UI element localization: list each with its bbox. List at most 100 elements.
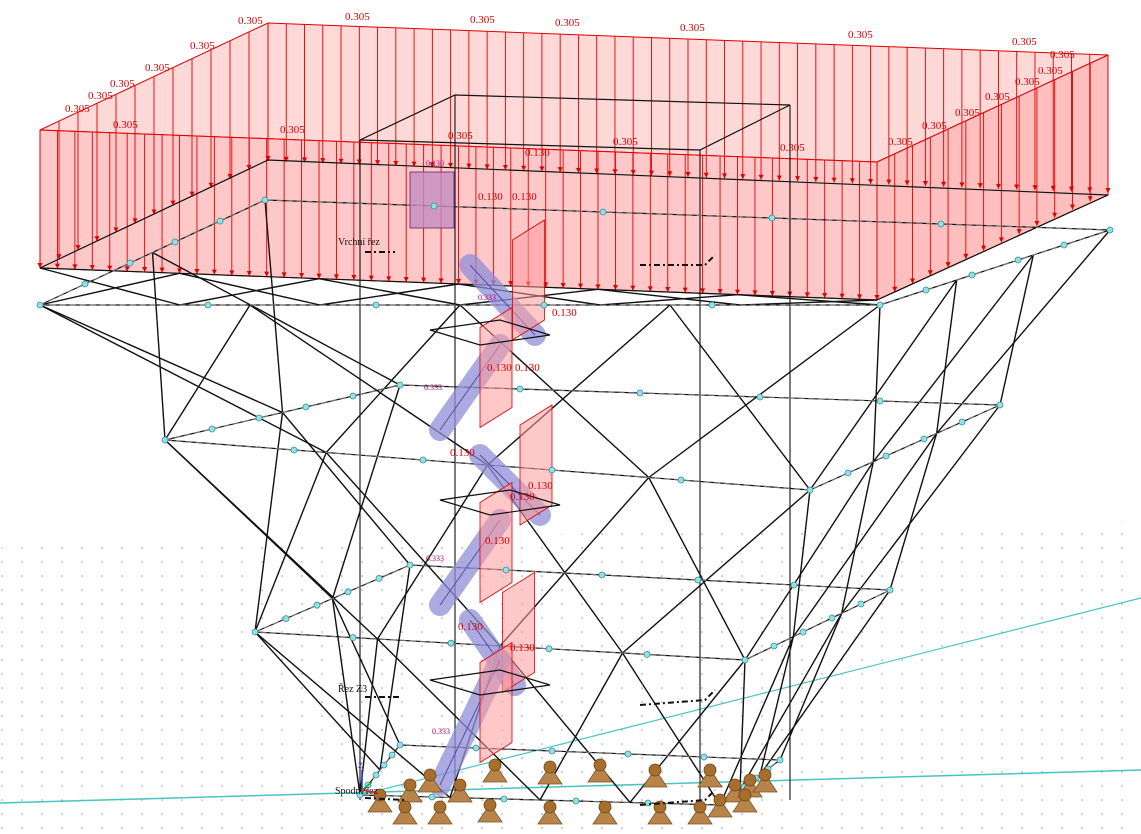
load-arrow-head [868,178,874,184]
bracing-member [331,598,361,796]
bracing-member [792,489,811,637]
structure-node [768,214,776,222]
support-hinge [743,773,757,787]
bracing-member [254,452,327,633]
structure-node [958,418,966,426]
load-arrow-head [264,271,270,277]
stair-landing [429,669,551,696]
roof-load-values: 0.305 0.305 0.305 0.305 0.305 0.305 0.30… [65,11,1075,154]
structure-node [599,208,607,216]
load-arrow-head [37,263,43,268]
load-arrow-head [132,218,138,224]
load-arrow-head [630,169,636,175]
structure-node [624,750,632,758]
support-symbol [752,779,778,793]
load-value-label: 0.130 [510,491,535,503]
support-hinge [543,800,557,814]
structure-node [500,795,508,803]
structure-node [876,397,884,405]
bracing-member [179,277,320,306]
load-arrow-head [113,227,119,233]
load-value-label: 0.130 [510,642,535,654]
load-arrow-head [429,162,435,168]
load-value-label: 0.333 [426,554,444,563]
bracing-member [254,631,381,771]
load-arrow-head [717,289,723,294]
stair-load-panel [479,641,513,764]
load-arrow-head [246,271,252,276]
stair-load-assembly[interactable] [409,171,561,796]
load-value-label: 0.305 [280,124,305,136]
structure-node [447,639,455,647]
roof-surface-load[interactable] [37,22,1111,301]
load-value-label: 0.130 [485,535,510,547]
load-arrow-head [421,277,427,283]
support-hinge [703,763,717,777]
load-arrow-head [1016,229,1022,235]
load-arrow-head [648,170,654,176]
load-arrow-head [959,182,965,188]
bracing-member [999,254,1035,406]
bracing-member [792,432,938,638]
structure-node [356,791,364,799]
structure-node [313,601,321,609]
support-hinge [738,788,752,802]
load-value-label: 0.305 [1012,36,1037,48]
structure-node [643,651,651,658]
load-arrow-head [351,275,357,280]
support-symbol [447,789,473,803]
support-hinge [758,768,772,782]
load-arrow-head [438,278,444,284]
structure-node [756,393,764,401]
structure-node [806,486,814,494]
structure-node [349,392,357,400]
load-value-label: 0.333 [424,383,442,392]
structure-nodes [36,196,1114,809]
support-symbol [592,811,618,825]
structure-node [996,401,1004,409]
load-value-label: 0.305 [922,120,947,132]
bracing-member [622,489,811,654]
load-value-label: 0.305 [985,91,1010,103]
structure-node [81,280,89,288]
support-symbol [367,799,393,813]
load-arrow-head [246,164,252,170]
structure-node [540,301,548,309]
structure-node [261,196,269,204]
load-value-label: 0.130 [512,191,537,203]
bracing-member [325,304,461,453]
load-arrow-head [776,175,782,181]
load-arrow-head [769,291,775,296]
load-arrow-head [448,162,454,168]
structure-node [799,628,807,636]
structure-node [886,586,894,594]
load-value-label: 0.130 [515,362,540,374]
load-arrow-head [977,183,983,189]
load-arrow-head [151,209,157,215]
support-hinge [433,800,447,814]
load-arrow-head [170,200,176,206]
bracing-member [249,304,488,466]
structure-node [428,793,436,801]
load-value-label: 0.305 [780,142,805,154]
structure-node [349,634,357,641]
load-value-label: 0.305 [1038,65,1063,77]
structure-node [502,566,510,574]
structure-node [700,753,708,761]
load-value-label: 0.305 [113,119,138,131]
load-arrow-head [667,171,673,177]
structure-node [344,588,352,596]
support-hinge [423,768,437,782]
structure-node [857,600,865,608]
load-arrow-head [998,237,1004,243]
load-arrow-head [857,294,863,300]
load-value-label: 0.305 [110,78,135,90]
bracing-member [840,461,875,614]
load-value-label: 0.305 [345,11,370,23]
section-arrows [364,251,716,806]
structure-node [968,271,976,279]
support-symbol [707,804,733,818]
load-arrow-head [521,165,527,171]
